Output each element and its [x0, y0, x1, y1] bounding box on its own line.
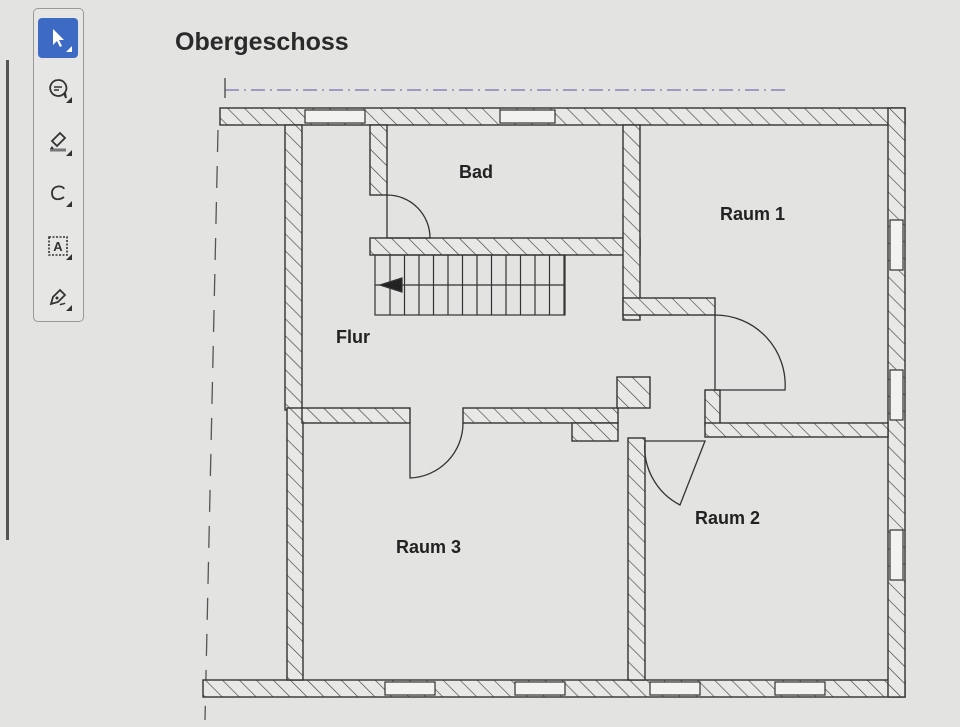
highlight-tool-button[interactable]	[38, 122, 78, 162]
draw-tool-button[interactable]	[38, 173, 78, 213]
page-title: Obergeschoss	[175, 28, 349, 56]
reference-lines	[204, 78, 785, 721]
room-label-bad: Bad	[459, 162, 494, 182]
comment-icon	[49, 79, 68, 99]
text-box-icon: A	[48, 236, 68, 256]
room-label-raum2: Raum 2	[695, 508, 761, 528]
doors	[386, 194, 786, 506]
window-edge	[6, 60, 9, 540]
room-label-raum3: Raum 3	[396, 537, 462, 557]
stairs	[374, 254, 566, 316]
text-box-tool-button[interactable]: A	[38, 226, 78, 266]
room-label-raum1: Raum 1	[720, 204, 786, 224]
select-tool-button[interactable]	[38, 18, 78, 58]
cursor-arrow-icon	[53, 29, 64, 47]
pen-sign-icon	[49, 288, 67, 306]
annotation-toolbar: A	[33, 8, 84, 322]
highlighter-icon	[50, 131, 67, 152]
freehand-draw-icon	[51, 185, 65, 201]
walls	[202, 107, 906, 698]
room-label-flur: Flur	[336, 327, 370, 347]
windows	[304, 109, 904, 696]
comment-tool-button[interactable]	[38, 69, 78, 109]
sign-tool-button[interactable]	[38, 277, 78, 317]
svg-text:A: A	[53, 239, 63, 254]
